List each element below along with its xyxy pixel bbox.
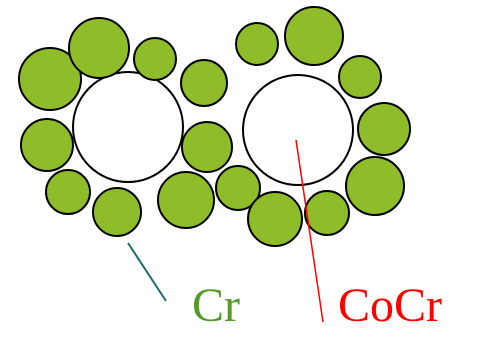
cr-particles (18, 17, 261, 237)
cr-pointer-line (127, 242, 167, 302)
particle (345, 156, 405, 216)
particle (181, 121, 233, 173)
particle (357, 102, 411, 156)
particle (157, 171, 215, 229)
cr-label: Cr (192, 279, 240, 332)
particle (45, 169, 91, 215)
cocr-particles (235, 6, 411, 247)
particle (304, 190, 350, 236)
cocr-pointer-line (295, 139, 324, 323)
cr-grain (72, 71, 184, 183)
cocr-grain (242, 74, 354, 186)
particle (20, 118, 74, 172)
particle (235, 22, 279, 66)
particle (180, 59, 228, 107)
particle (92, 187, 142, 237)
particle (284, 6, 344, 66)
particle (133, 37, 177, 81)
particle (338, 55, 382, 99)
particle (215, 165, 261, 211)
particle (18, 47, 82, 111)
particle (247, 191, 303, 247)
particle (68, 17, 130, 79)
cocr-label: CoCr (338, 279, 443, 332)
